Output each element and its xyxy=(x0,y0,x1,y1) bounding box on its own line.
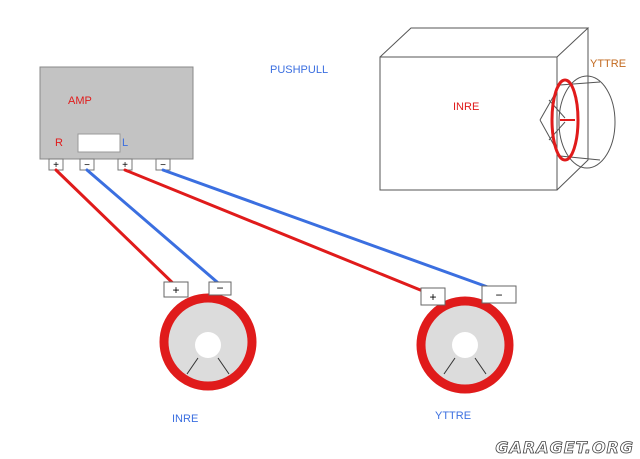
amp-terminal-right-positive-sign: + xyxy=(53,160,59,171)
enclosure-side xyxy=(556,28,589,191)
enclosure-speaker-frame xyxy=(558,75,616,169)
speaker-outer-cone-line xyxy=(443,357,456,375)
speaker-outer: + − YTTRE xyxy=(416,285,517,422)
speaker-outer-terminal-negative-sign: − xyxy=(495,288,502,302)
enclosure-top xyxy=(379,27,590,58)
speaker-outer-terminal-negative xyxy=(481,285,517,304)
amp-display xyxy=(77,133,121,153)
enclosure-speaker xyxy=(539,75,616,169)
speaker-inner-dustcap xyxy=(195,332,221,358)
diagram-title: PUSHPULL xyxy=(270,64,328,76)
enclosure-inner-label: INRE xyxy=(453,101,479,113)
speaker-outer-dustcap xyxy=(452,332,478,358)
amp-terminal-left-negative-sign: − xyxy=(160,160,166,171)
speaker-outer-terminal-positive-sign: + xyxy=(429,290,436,304)
amp-terminal-left-positive-sign: + xyxy=(122,160,128,171)
enclosure: INRE YTTRE xyxy=(379,27,626,191)
enclosure-front xyxy=(379,56,558,191)
speaker-inner: + − INRE xyxy=(159,281,257,425)
enclosure-outer-label: YTTRE xyxy=(590,58,626,70)
speaker-inner-cone-line xyxy=(217,357,230,375)
amp-channel-right-label: R xyxy=(55,137,63,149)
enclosure-speaker-surround xyxy=(550,78,580,162)
speaker-outer-label: YTTRE xyxy=(435,410,471,422)
amp-label: AMP xyxy=(68,95,92,107)
wire-outer-negative xyxy=(161,168,498,292)
watermark-logo: GARAGET.ORG xyxy=(495,438,634,457)
amp-terminal-right-negative-sign: − xyxy=(84,160,90,171)
wires xyxy=(54,168,498,300)
amplifier: AMP R L + − + − xyxy=(39,66,194,171)
wire-inner-negative xyxy=(85,168,226,290)
speaker-inner-terminal-positive-sign: + xyxy=(172,283,179,297)
speaker-outer-cone-line xyxy=(474,357,487,375)
wire-outer-positive xyxy=(123,168,442,300)
speaker-inner-terminal-negative xyxy=(208,281,232,296)
speaker-inner-terminal-positive xyxy=(163,281,189,298)
speaker-inner-label: INRE xyxy=(172,413,198,425)
speaker-inner-cone-line xyxy=(186,357,199,375)
speaker-outer-terminal-positive xyxy=(420,287,446,306)
speaker-inner-terminal-negative-sign: − xyxy=(216,281,223,295)
wire-inner-positive xyxy=(54,168,182,292)
amp-channel-left-label: L xyxy=(122,137,128,149)
